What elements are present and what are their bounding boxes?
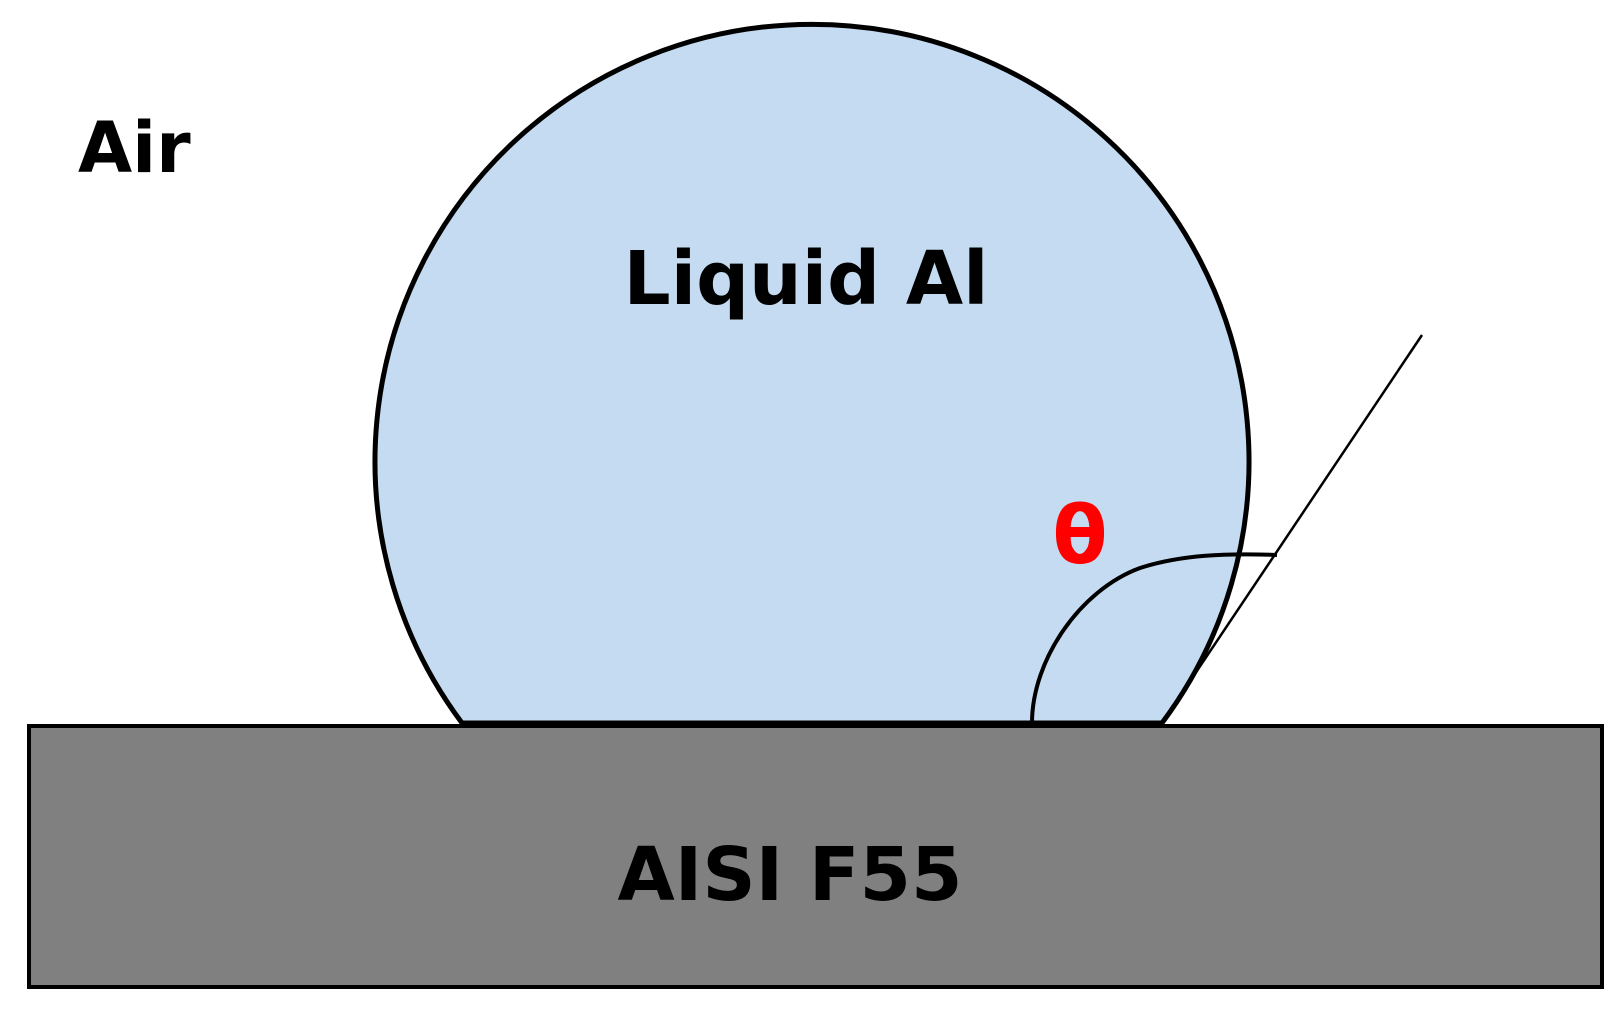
tangent-line xyxy=(1160,334,1424,724)
liquid-al-label: Liquid Al xyxy=(624,236,989,322)
substrate-block xyxy=(27,724,1604,989)
aisi-f55-label: AISI F55 xyxy=(618,832,963,918)
contact-angle-arc xyxy=(1030,552,1278,724)
air-label: Air xyxy=(78,107,191,189)
liquid-droplet-shape xyxy=(372,21,1252,726)
theta-symbol: θ xyxy=(1053,489,1108,582)
